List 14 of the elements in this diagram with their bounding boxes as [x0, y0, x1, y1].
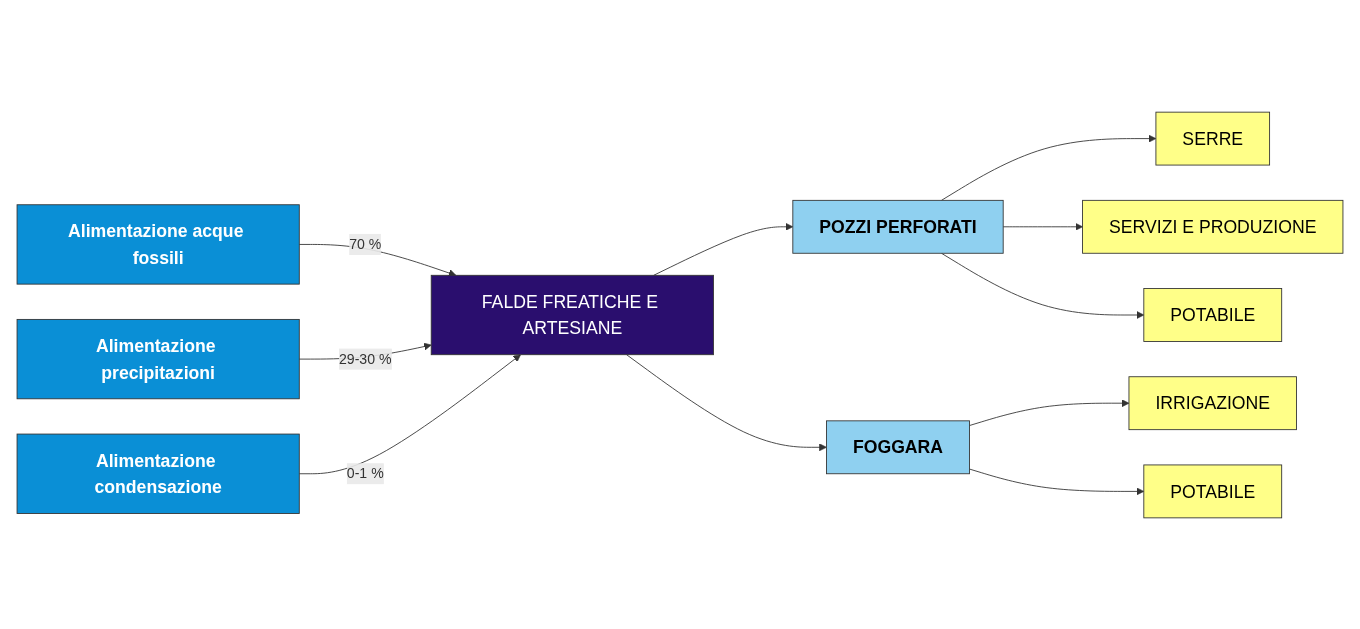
node-box: Alimentazione acque fossili [16, 203, 300, 285]
node-box: Alimentazione precipitazioni [16, 318, 300, 399]
node-box: Alimentazione condensazione [16, 433, 300, 514]
node-box: FOGGARA [826, 419, 970, 474]
node-box: POTABILE [1143, 464, 1283, 518]
edge-label: 0-1 % [346, 465, 384, 481]
edge-label: 70 % [349, 236, 382, 251]
edge-label: 29-30 % [338, 350, 392, 366]
node-box: SERVIZI E PRODUZIONE [1082, 199, 1344, 254]
node-box: SERRE [1155, 111, 1271, 165]
node-box: POTABILE [1143, 287, 1283, 342]
node-box: IRRIGAZIONE [1128, 375, 1297, 430]
node-box: FALDE FREATICHE E ARTESIANE [430, 274, 714, 355]
node-box: POZZI PERFORATI [792, 199, 1004, 254]
